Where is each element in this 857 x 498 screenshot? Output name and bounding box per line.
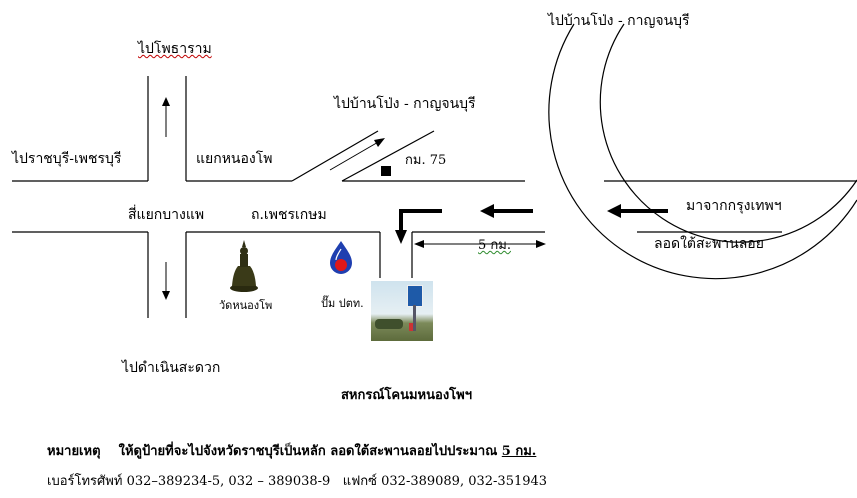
contact-fax-label: แฟกซ์ [342, 474, 377, 489]
label-from-bangkok: มาจากกรุงเทพฯ [686, 198, 782, 214]
arrow-north-head [162, 97, 170, 106]
route-arrow-turn-shaft [399, 209, 442, 232]
label-km-75: กม. 75 [405, 153, 447, 168]
label-ban-pong-kanchanaburi-mid: ไปบ้านโป่ง - กาญจนบุรี [334, 96, 476, 112]
road-branch-edge-2 [341, 130, 435, 182]
label-coop-name: สหกรณ์โคนมหนองโพฯ [341, 388, 473, 403]
label-ban-pong-kanchanaburi-top: ไปบ้านโป่ง - กาญจนบุรี [548, 13, 690, 29]
coop-sign-photo [371, 281, 433, 341]
flyover-loop-inner [599, 23, 857, 243]
contact-fax: 032-389089, 032-351943 [381, 474, 548, 489]
label-to-damnoen-saduak: ไปดำเนินสะดวก [122, 360, 221, 376]
label-bang-phae-intersection: สี่แยกบางแพ [128, 207, 205, 223]
label-five-km: 5 กม. [478, 238, 511, 253]
route-arrow-from-bangkok-head [607, 204, 621, 218]
distance-5km-right-head [536, 240, 546, 248]
buddha-statue-icon [230, 240, 258, 292]
label-nong-pho-junction: แยกหนองโพ [196, 151, 273, 167]
arrow-south-head [162, 291, 170, 300]
label-phetkasem-road: ถ.เพชรเกษม [251, 207, 327, 223]
ptt-logo-icon [330, 241, 352, 274]
distance-5km-left-head [414, 240, 424, 248]
note-text: ให้ดูป้ายที่จะไปจังหวัดราชบุรีเป็นหลัก ล… [118, 444, 502, 459]
label-wat-nong-pho: วัดหนองโพ [219, 299, 273, 312]
route-arrow-middle-head [480, 204, 494, 218]
contact-phone-label: เบอร์โทรศัพท์ [47, 474, 123, 489]
contact-line: เบอร์โทรศัพท์ 032–389234-5, 032 – 389038… [47, 474, 547, 490]
label-to-ratchaburi-phetchaburi: ไปราชบุรี-เพชรบุรี [12, 151, 122, 167]
flyover-loop-outer [548, 23, 857, 280]
branch-arrow-head [374, 138, 385, 147]
landmark-marker-icon [381, 166, 391, 176]
label-ptt-station: ปั๊ม ปตท. [321, 297, 364, 310]
route-arrow-turn-head [395, 230, 407, 244]
label-to-photharam: ไปโพธาราม [138, 41, 212, 57]
label-under-floating-bridge: ลอดใต้สะพานลอย [654, 236, 764, 252]
road-branch-edge-1 [291, 130, 379, 182]
contact-phones: 032–389234-5, 032 – 389038-9 [126, 474, 331, 489]
branch-arrow-shaft [329, 140, 381, 171]
note-line: หมายเหตุ ให้ดูป้ายที่จะไปจังหวัดราชบุรีเ… [47, 444, 536, 460]
note-distance: 5 กม. [501, 444, 537, 459]
note-heading: หมายเหตุ [47, 444, 101, 459]
